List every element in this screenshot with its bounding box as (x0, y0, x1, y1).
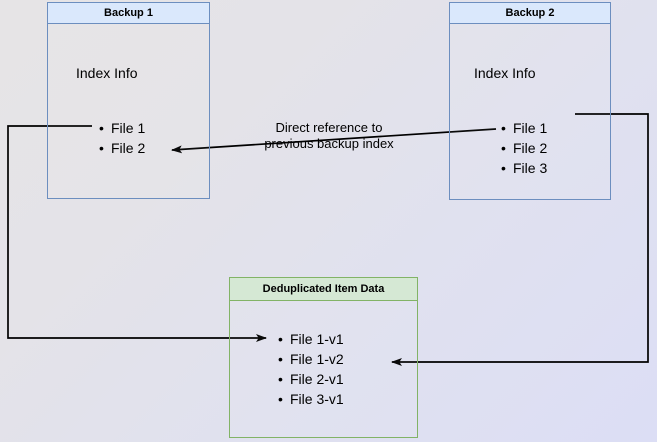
node-backup-1-title: Backup 1 (48, 3, 209, 24)
backup-2-index-info-label: Index Info (474, 65, 536, 81)
list-item: File 2 (501, 138, 547, 158)
backup-1-index-info-label: Index Info (76, 65, 138, 81)
edge-label-line-1: Direct reference to (275, 120, 383, 135)
list-item: File 1-v1 (278, 329, 344, 349)
node-backup-2[interactable]: Backup 2 Index Info File 1 File 2 File 3 (449, 2, 611, 200)
list-item: File 2-v1 (278, 369, 344, 389)
backup-2-file-list: File 1 File 2 File 3 (498, 118, 547, 178)
node-backup-2-body: Index Info File 1 File 2 File 3 (450, 24, 610, 199)
deduplicated-file-list: File 1-v1 File 1-v2 File 2-v1 File 3-v1 (275, 329, 344, 409)
edge-label-line-2: previous backup index (264, 136, 394, 151)
list-item: File 3-v1 (278, 389, 344, 409)
edge-label-direct-reference: Direct reference to previous backup inde… (249, 120, 409, 152)
list-item: File 1 (99, 118, 145, 138)
list-item: File 3 (501, 158, 547, 178)
node-deduplicated-item-data-title: Deduplicated Item Data (230, 278, 417, 301)
node-backup-1-body: Index Info File 1 File 2 (48, 24, 209, 198)
backup-1-file-list: File 1 File 2 (96, 118, 145, 158)
list-item: File 2 (99, 138, 145, 158)
list-item: File 1-v2 (278, 349, 344, 369)
node-backup-1[interactable]: Backup 1 Index Info File 1 File 2 (47, 2, 210, 199)
node-deduplicated-item-data[interactable]: Deduplicated Item Data File 1-v1 File 1-… (229, 277, 418, 438)
node-backup-2-title: Backup 2 (450, 3, 610, 24)
list-item: File 1 (501, 118, 547, 138)
node-deduplicated-item-data-body: File 1-v1 File 1-v2 File 2-v1 File 3-v1 (230, 301, 417, 437)
